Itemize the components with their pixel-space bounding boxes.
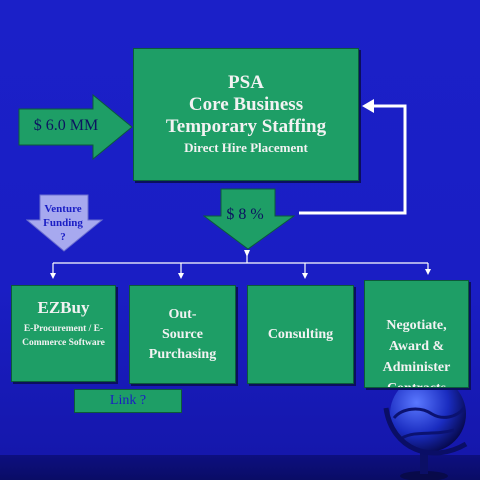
negotiate-line-1: Negotiate, [386,318,447,333]
ezbuy-subtitle: E-Procurement / E- Commerce Software [22,322,105,350]
venture-line-1: Venture [44,203,82,215]
link-box[interactable]: Link ? [74,389,182,413]
consulting-box[interactable]: Consulting [247,285,354,384]
psa-direct-hire: Direct Hire Placement [184,140,308,155]
negotiate-line-4: Contracts [387,378,446,387]
outsource-line-2: Source [162,326,203,342]
venture-funding-arrow [26,194,104,252]
negotiate-line-2: Award & [388,339,445,354]
consulting-label: Consulting [267,326,334,342]
ezbuy-title: EZBuy [37,298,90,317]
percent-label: $ 8 % [226,206,264,223]
ezbuy-subtitle-line-1: E-Procurement / E- [23,324,104,334]
ezbuy-subtitle-line-2: Commerce Software [22,338,105,348]
outsource-line-1: Out- [168,306,197,322]
bottom-band [0,455,480,480]
globe-icon [383,378,468,480]
psa-core-business: Core Business [188,94,304,115]
investment-amount: $ 6.0 MM [33,117,99,134]
outsource-purchasing-box[interactable]: Out- Source Purchasing [129,285,236,384]
outsource-line-3: Purchasing [148,346,217,362]
venture-funding-label: Venture Funding ? [34,202,92,244]
venture-line-2: Funding [43,217,83,229]
ezbuy-box[interactable]: EZBuy E-Procurement / E- Commerce Softwa… [11,285,116,382]
psa-title: PSA [228,72,264,93]
negotiate-line-3: Administer [382,360,451,375]
psa-temporary-staffing: Temporary Staffing [165,116,327,137]
investment-arrow [18,94,133,160]
negotiate-contracts-box[interactable]: Negotiate, Award & Administer Contracts [364,280,469,388]
venture-line-3: ? [60,231,66,243]
psa-core-business-box[interactable]: PSA Core Business Temporary Staffing Dir… [133,48,359,181]
percent-arrow [203,188,295,250]
